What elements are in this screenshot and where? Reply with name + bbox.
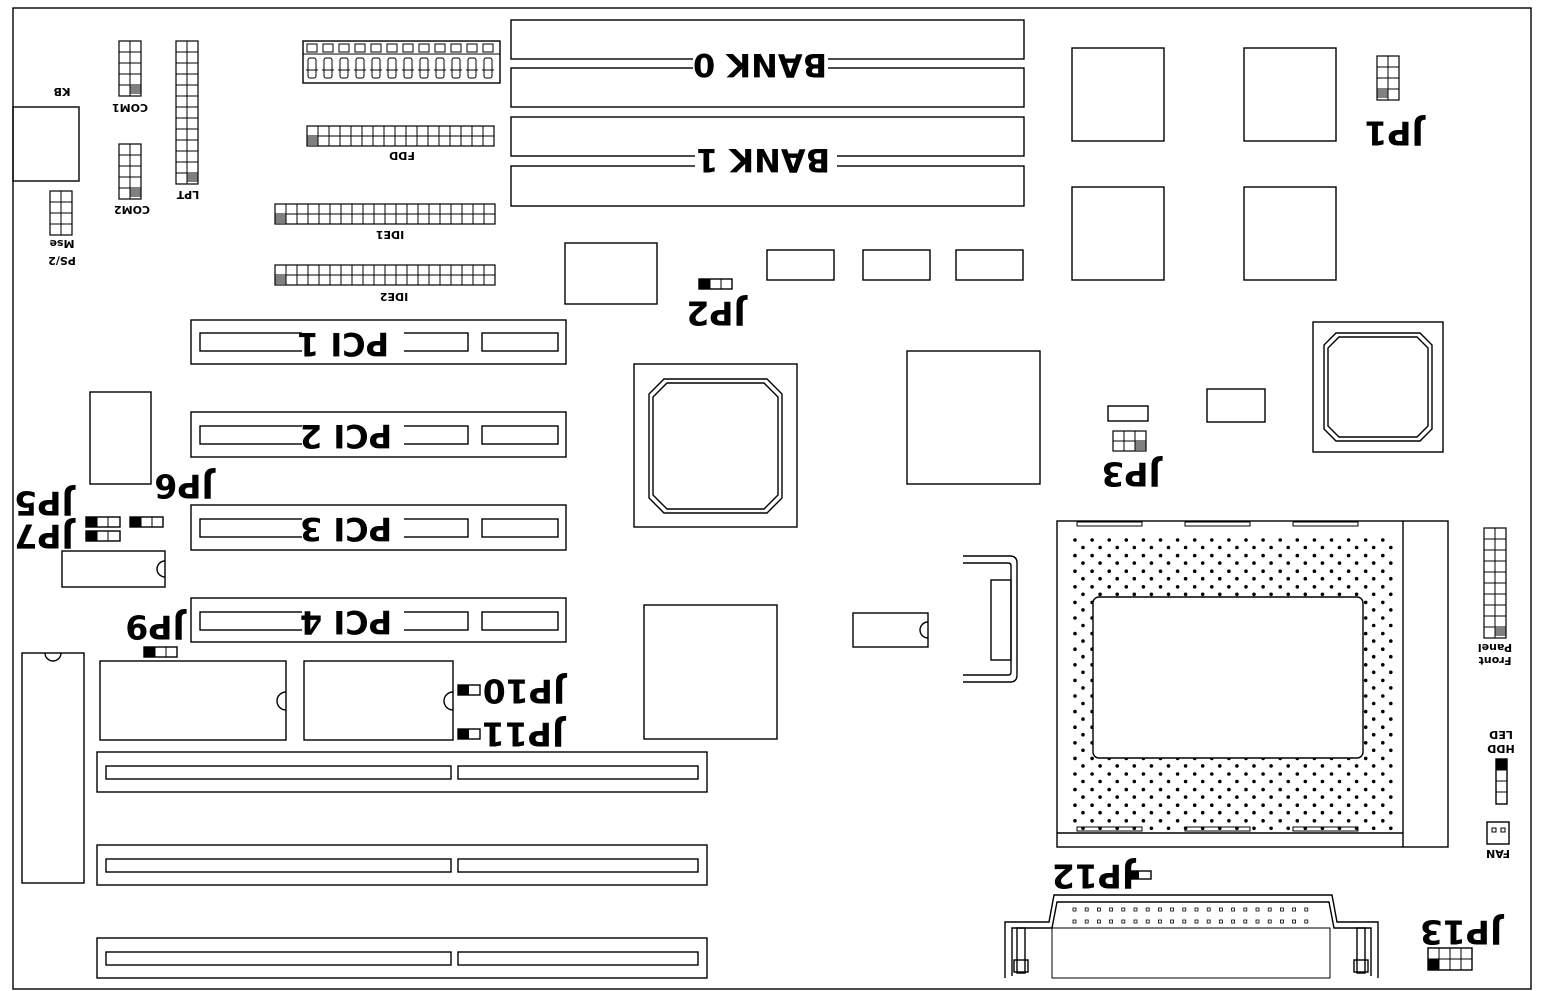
jp5-jumper: [85, 516, 121, 528]
pci-slot-3: [190, 504, 567, 551]
pci-slot-4: [190, 597, 567, 643]
pci1-label: PCI 1: [297, 325, 389, 363]
pci2-label: PCI 2: [300, 417, 392, 455]
chip-304: [303, 660, 454, 741]
bank0-label: BANK 0: [693, 46, 827, 84]
pci-slot-1: [190, 319, 567, 365]
chip-907: [906, 350, 1041, 485]
ps2-header: [49, 190, 73, 236]
jp1-jumper: [1376, 55, 1400, 101]
chip-southbridge: [1312, 321, 1444, 453]
jp2-jumper: [698, 278, 733, 290]
hdd-label: HDD: [1487, 742, 1514, 755]
jp7-jumper: [85, 530, 121, 542]
led-label: LED: [1489, 728, 1513, 741]
chip-1207: [1206, 388, 1266, 423]
bank1-slots: [510, 116, 1025, 207]
jp13-label: JP13: [1420, 913, 1504, 952]
lpt-header: [175, 40, 199, 185]
pci-slot-2: [190, 411, 567, 458]
isa-slot-3: [96, 937, 708, 979]
voltage-regulator: [963, 555, 1018, 683]
panel-label: Panel: [1478, 641, 1512, 654]
jp12-label: JP12: [1052, 857, 1136, 896]
jp11-label: JP11: [482, 715, 566, 754]
ps2-label: PS/2: [48, 254, 76, 267]
pci3-label: PCI 3: [300, 510, 392, 548]
bios-chip: [21, 652, 85, 884]
jp10-label: JP10: [483, 672, 567, 711]
chip-853: [852, 612, 929, 648]
bottom-connector: [1004, 894, 1379, 979]
fdd-label: FDD: [389, 149, 415, 162]
ide2-label: IDE2: [380, 290, 408, 303]
mse-label: Mse: [50, 237, 75, 250]
kb-label: KB: [54, 85, 71, 98]
bank0-slots: [510, 19, 1025, 108]
jp12-jumper: [1130, 870, 1152, 880]
ide2-header: [274, 264, 496, 286]
jp2-label: JP2: [686, 294, 747, 333]
jp1-label: JP1: [1364, 114, 1425, 153]
chip-cache-2: [1243, 47, 1337, 142]
fan-header: [1486, 821, 1510, 845]
jp13-jumper: [1427, 947, 1473, 971]
jp11-jumper: [457, 728, 481, 740]
jp3-jumper: [1112, 430, 1147, 452]
jp3-label: JP3: [1101, 455, 1162, 494]
jp7-label: JP7: [14, 517, 75, 556]
fdd-header: [306, 125, 495, 147]
chip-jp3-small: [1107, 405, 1149, 422]
chip-cache-1: [1071, 47, 1165, 142]
hdd-led-header: [1495, 758, 1508, 805]
ide1-header: [274, 203, 496, 225]
power-connector: [302, 40, 501, 84]
com1-header: [118, 40, 142, 97]
bank1-label: BANK 1: [696, 141, 830, 179]
chip-small-b: [862, 249, 931, 281]
chip-cache-4: [1243, 186, 1337, 281]
board-outline: [12, 7, 1532, 990]
chip-565: [564, 242, 658, 305]
jp5-label: JP5: [14, 484, 75, 523]
chip-100: [99, 660, 287, 741]
isa-slot-2: [96, 844, 708, 886]
chip-small-a: [766, 249, 835, 281]
front-label: Front: [1479, 654, 1512, 667]
chipset-northbridge: [633, 363, 798, 528]
com2-label: COM2: [114, 203, 150, 216]
jp6-label: JP6: [154, 467, 215, 506]
ide1-label: IDE1: [376, 228, 404, 241]
fan-label: FAN: [1486, 847, 1510, 860]
chip-90: [89, 391, 152, 485]
chip-small-c: [955, 249, 1024, 281]
lpt-label: LPT: [176, 188, 199, 201]
com1-label: COM1: [112, 101, 148, 114]
com2-header: [118, 143, 142, 200]
chip-62: [61, 550, 166, 588]
jp9-jumper: [143, 646, 178, 658]
jp6-jumper: [129, 516, 164, 528]
chip-644: [643, 604, 778, 740]
pci4-label: PCI 4: [300, 603, 392, 641]
front-panel-header: [1483, 527, 1507, 639]
jp9-label: JP9: [125, 608, 186, 647]
kb-connector: [12, 106, 80, 182]
isa-slot-1: [96, 751, 708, 793]
chip-cache-3: [1071, 186, 1165, 281]
cpu-socket: [1056, 520, 1449, 848]
jp10-jumper: [457, 684, 481, 696]
